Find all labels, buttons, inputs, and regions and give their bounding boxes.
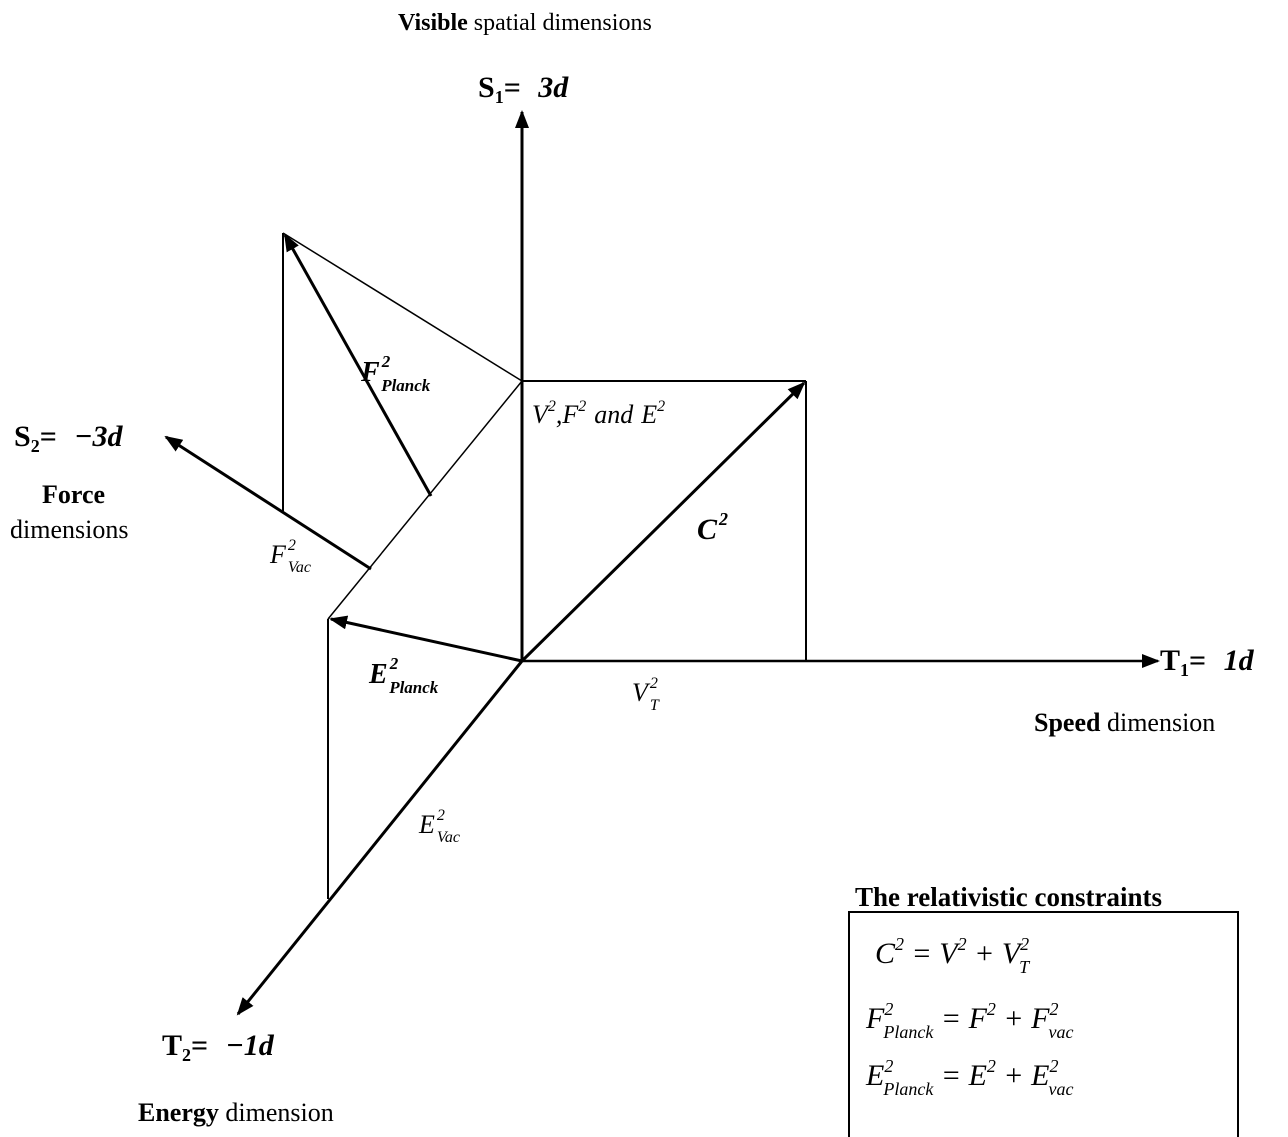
vector-c2	[520, 381, 806, 663]
constraints-box	[848, 911, 1239, 1137]
axis-label-t2: T2= −1d	[162, 1029, 275, 1065]
caption-force-rest: dimensions	[10, 515, 128, 544]
axis-t2	[236, 660, 524, 1016]
constraints-title: The relativistic constraints	[855, 882, 1162, 912]
vector-f-planck	[283, 233, 433, 497]
axis-label-t1: T1= 1d	[1160, 644, 1255, 680]
diagonal-connector	[327, 380, 523, 620]
caption-force-bold: Force	[42, 480, 105, 509]
axis-label-s1: S1= 3d	[478, 71, 569, 107]
axis-label-s2: S2= −3d	[14, 420, 123, 456]
header-title: Visible spatial dimensions	[398, 10, 652, 36]
caption-energy: Energy dimension	[138, 1098, 334, 1127]
caption-speed: Speed dimension	[1034, 708, 1215, 737]
axis-s2	[164, 435, 372, 571]
header-visible-rest: spatial dimensions	[468, 10, 652, 36]
vector-e-planck	[329, 615, 523, 663]
f-planck-top-edge	[282, 232, 523, 382]
header-visible-bold: Visible	[398, 10, 468, 36]
